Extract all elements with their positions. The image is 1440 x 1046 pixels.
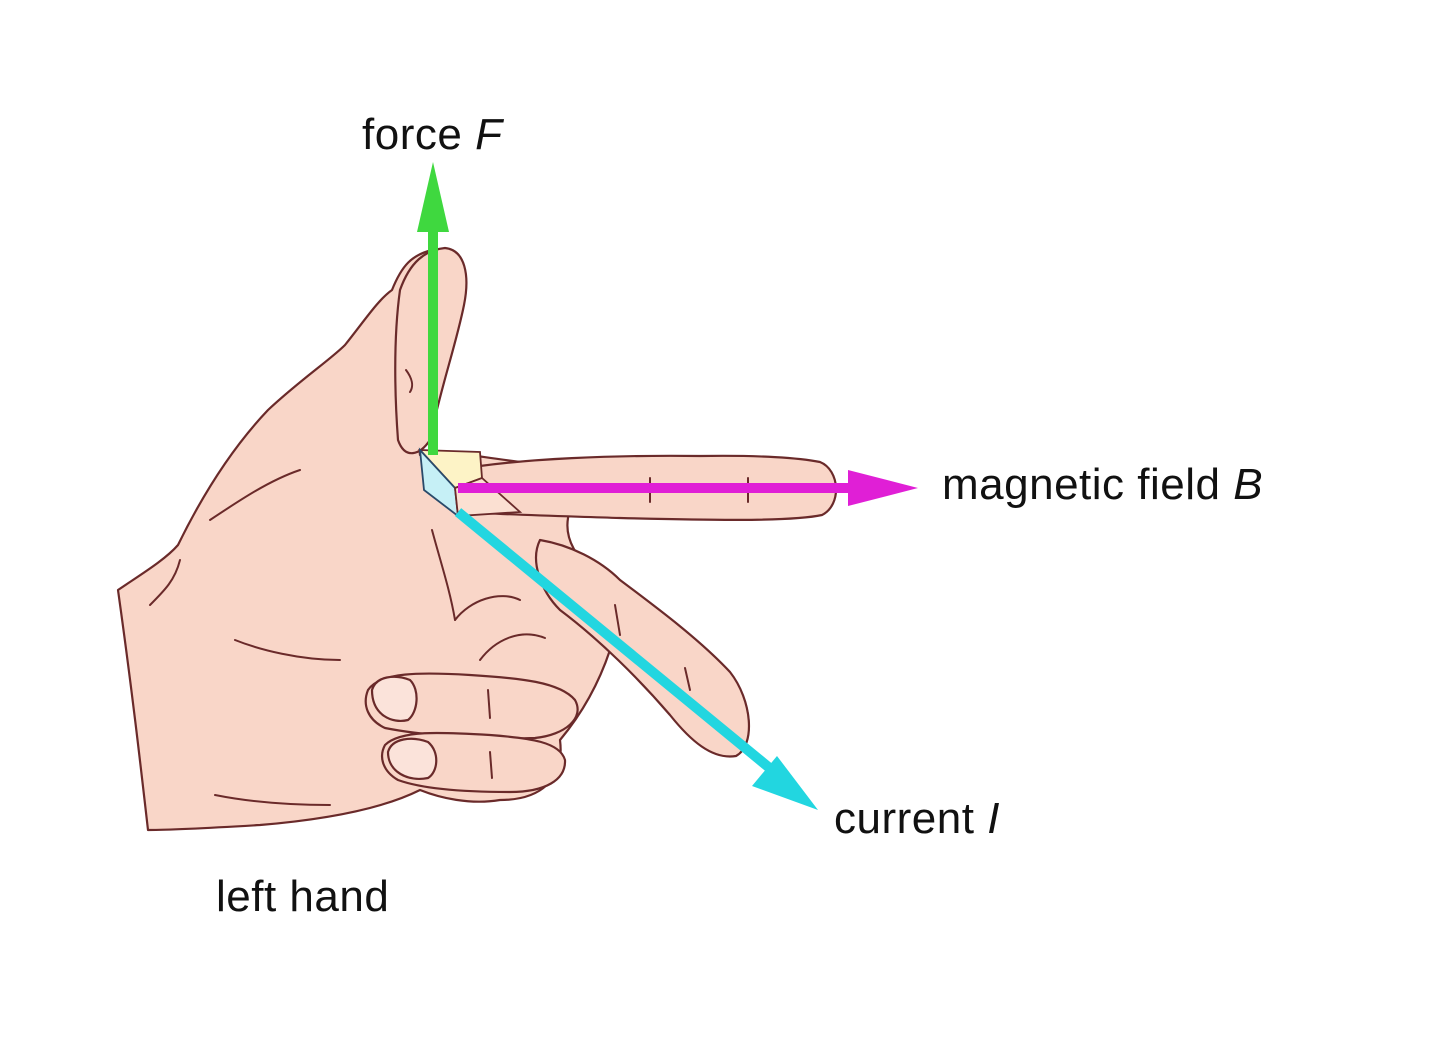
- palm-crease-1: [209, 469, 301, 521]
- current-arrow: [454, 508, 818, 810]
- finger-joint-6: [489, 751, 493, 779]
- force-label-text: force: [362, 110, 463, 159]
- finger-joint-3: [614, 604, 621, 636]
- force-label: force F: [362, 110, 502, 160]
- current-arrow-shaft: [454, 508, 776, 774]
- force-arrow: [417, 162, 449, 455]
- current-symbol: I: [987, 794, 1000, 843]
- field-arrow: [458, 470, 918, 506]
- current-arrow-head: [752, 756, 818, 810]
- force-arrow-head: [417, 162, 449, 232]
- knuckle-curve-3: [431, 529, 456, 621]
- folded-finger-upper: [364, 672, 579, 740]
- fingernail-lower: [386, 737, 438, 780]
- knuckle-curve-2: [479, 633, 546, 661]
- current-label: current I: [834, 794, 1000, 844]
- finger-joint-5: [487, 689, 491, 719]
- field-label-text: magnetic field: [942, 460, 1221, 509]
- field-symbol: B: [1233, 460, 1264, 509]
- knuckle-curve-1: [454, 595, 521, 621]
- hand-label: left hand: [216, 872, 390, 921]
- field-label: magnetic field B: [942, 460, 1263, 510]
- left-hand-illustration: [116, 246, 838, 832]
- wrist-crease: [149, 559, 181, 606]
- fingernail-upper: [370, 675, 418, 722]
- palm-crease-3: [214, 794, 331, 806]
- finger-joint-4: [684, 667, 691, 691]
- palm-crease-2: [234, 639, 341, 661]
- field-arrow-head: [848, 470, 918, 506]
- current-label-text: current: [834, 794, 975, 843]
- force-symbol: F: [475, 110, 503, 159]
- thumb-crease: [405, 369, 414, 393]
